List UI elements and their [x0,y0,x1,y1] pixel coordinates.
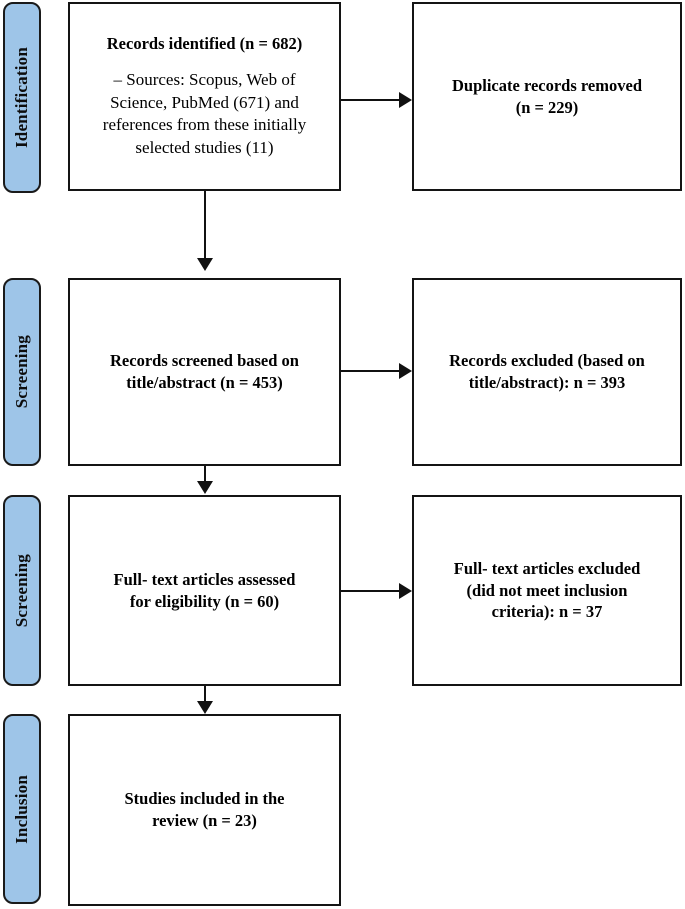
connector-screened-to-fulltext-arrow [197,481,213,494]
box-fulltext-assessed: Full- text articles assessed for eligibi… [68,495,341,686]
box-records-identified: Records identified (n = 682) – Sources: … [68,2,341,191]
stage-tab-inclusion: Inclusion [3,714,41,904]
box-fulltext-excluded: Full- text articles excluded (did not me… [412,495,682,686]
connector-identified-to-duplicates-arrow [399,92,412,108]
studies-included-text: Studies included in the review (n = 23) [124,789,285,830]
connector-fulltext-to-excluded-line [341,590,400,592]
stage-tab-screening-1-label: Screening [12,335,31,409]
connector-identified-to-duplicates-line [341,99,400,101]
connector-screened-to-fulltext-line [204,466,206,483]
fulltext-excluded-text: Full- text articles excluded (did not me… [453,558,641,622]
connector-screened-to-excluded-arrow [399,363,412,379]
connector-fulltext-to-included-arrow [197,701,213,714]
records-identified-spacer [80,55,329,69]
connector-screened-to-excluded-line [341,370,400,372]
stage-tab-identification: Identification [3,2,41,193]
records-excluded-text: Records excluded (based on title/abstrac… [449,351,645,392]
box-duplicate-records-removed: Duplicate records removed (n = 229) [412,2,682,191]
stage-tab-identification-label: Identification [12,46,31,149]
stage-tab-screening-2: Screening [3,495,41,686]
box-records-excluded: Records excluded (based on title/abstrac… [412,278,682,466]
records-screened-text: Records screened based on title/abstract… [110,351,299,392]
connector-identified-to-screened-arrow [197,258,213,271]
stage-tab-screening-1: Screening [3,278,41,466]
duplicate-records-removed-text: Duplicate records removed (n = 229) [451,75,643,117]
fulltext-assessed-text: Full- text articles assessed for eligibi… [113,569,296,611]
connector-fulltext-to-included-line [204,686,206,703]
box-studies-included: Studies included in the review (n = 23) [68,714,341,906]
connector-fulltext-to-excluded-arrow [399,583,412,599]
records-identified-body: – Sources: Scopus, Web of Science, PubMe… [102,69,307,158]
records-identified-heading: Records identified (n = 682) [106,34,303,54]
stage-tab-inclusion-label: Inclusion [12,774,31,844]
box-records-screened: Records screened based on title/abstract… [68,278,341,466]
stage-tab-screening-2-label: Screening [12,553,31,628]
connector-identified-to-screened-line [204,191,206,259]
